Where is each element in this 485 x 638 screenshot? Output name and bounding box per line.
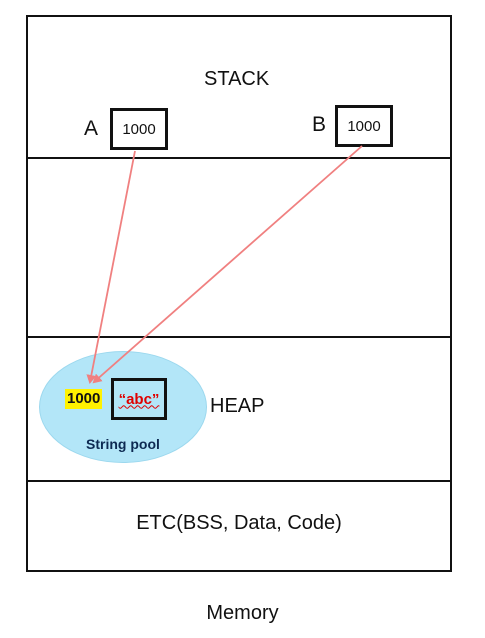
string-pool-label: String pool — [86, 436, 160, 452]
variable-b-reference-box: 1000 — [335, 105, 393, 147]
stack-label: STACK — [204, 68, 270, 90]
variable-a-reference-box: 1000 — [110, 108, 168, 150]
string-pool-value-box: “abc” — [111, 378, 167, 420]
string-pool-value: “abc” — [118, 390, 160, 408]
memory-caption: Memory — [206, 602, 279, 624]
stack-section: STACK A 1000 B 1000 — [28, 17, 450, 159]
variable-b-name: B — [312, 113, 327, 136]
memory-diagram: STACK A 1000 B 1000 1000 “abc” String po… — [26, 15, 452, 572]
etc-label: ETC(BSS, Data, Code) — [136, 512, 342, 534]
heap-label: HEAP — [210, 395, 265, 417]
empty-section — [28, 159, 450, 338]
string-pool-address: 1000 — [65, 389, 103, 409]
heap-section — [28, 338, 450, 482]
variable-a-name: A — [84, 117, 99, 140]
